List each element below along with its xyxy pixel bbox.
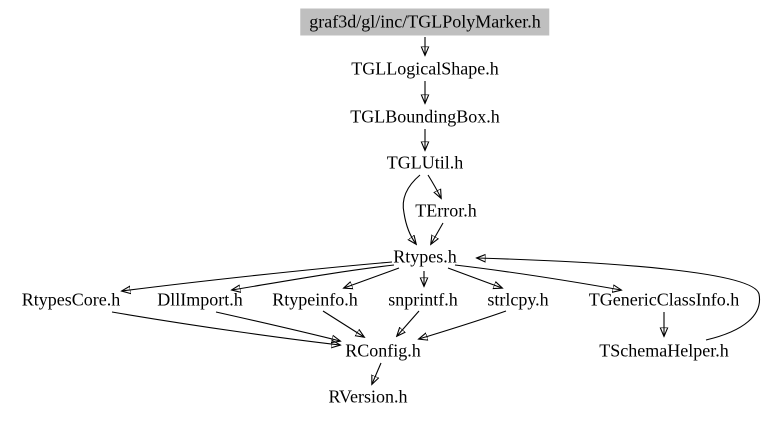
- node-rtypescore[interactable]: RtypesCore.h: [21, 289, 121, 310]
- edge-tglutil-to-terror: [427, 174, 441, 198]
- edge-rtypeinfo-to-rconfig: [322, 310, 364, 337]
- node-strlcpy[interactable]: strlcpy.h: [487, 289, 549, 310]
- node-dllimport[interactable]: DllImport.h: [157, 289, 243, 310]
- edge-rtypes-to-rtypescore: [122, 261, 393, 291]
- edge-dllimport-to-rconfig: [215, 311, 340, 341]
- edge-snprintf-to-rconfig: [397, 310, 420, 336]
- node-terror[interactable]: TError.h: [415, 200, 477, 221]
- node-snprintf[interactable]: snprintf.h: [388, 289, 458, 310]
- node-tglpolymarker[interactable]: graf3d/gl/inc/TGLPolyMarker.h: [300, 8, 550, 36]
- edge-rtypes-to-dllimport: [232, 264, 395, 290]
- node-rconfig[interactable]: RConfig.h: [345, 340, 421, 361]
- edge-tschemahelper-to-rtypes: [477, 258, 761, 341]
- edge-tglutil-to-rtypes: [402, 174, 421, 244]
- node-rversion[interactable]: RVersion.h: [328, 386, 408, 407]
- edge-rtypescore-to-rconfig: [111, 311, 340, 345]
- node-rtypeinfo[interactable]: Rtypeinfo.h: [272, 289, 358, 310]
- edge-rtypes-to-tgenericclassinfo: [454, 264, 621, 290]
- node-tgenericclassinfo[interactable]: TGenericClassInfo.h: [588, 289, 740, 310]
- edge-terror-to-rtypes: [431, 222, 444, 244]
- node-rtypes[interactable]: Rtypes.h: [393, 246, 457, 267]
- edge-rconfig-to-rversion: [372, 362, 382, 384]
- node-tglboundingbox[interactable]: TGLBoundingBox.h: [350, 106, 500, 127]
- edge-rtypes-to-rtypeinfo: [344, 267, 400, 288]
- node-tglutil[interactable]: TGLUtil.h: [386, 152, 464, 173]
- edge-strlcpy-to-rconfig: [419, 310, 507, 339]
- node-tschemahelper[interactable]: TSchemaHelper.h: [599, 340, 729, 361]
- node-tgllogicalshape[interactable]: TGLLogicalShape.h: [351, 58, 499, 79]
- edge-rtypes-to-strlcpy: [447, 267, 502, 288]
